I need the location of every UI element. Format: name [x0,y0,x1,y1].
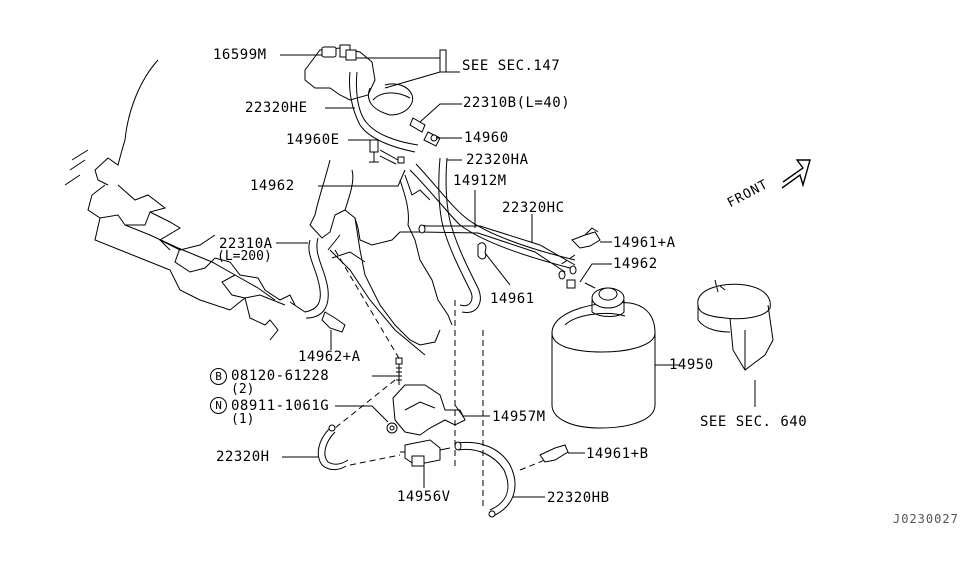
callout-14950[interactable]: 14950 [669,357,714,373]
hose-22310A [289,237,329,319]
clip-14961-b [539,444,569,463]
callout-22310A-length: (L=200) [217,249,272,264]
callout-14960[interactable]: 14960 [464,130,509,146]
badge-nut-n: N [210,397,227,414]
leader-lines [276,49,756,498]
callout-14961[interactable]: 14961 [490,291,535,307]
bracket-14957M [392,384,466,436]
callout-14962-a[interactable]: 14962+A [298,349,361,365]
drawing-code: J0230027 [893,512,959,526]
nut-08911-1061G [386,422,398,434]
part-14960E [369,139,405,165]
callout-14961-a[interactable]: 14961+A [613,235,676,251]
callout-08120-61228-qty: (2) [231,382,255,397]
clip-14961-a [571,227,601,249]
callout-22320H[interactable]: 22320H [216,449,270,465]
hose-22320HA [438,157,481,313]
fuel-tank-neck [304,44,414,116]
hose-14912M [409,163,576,269]
callout-14912M[interactable]: 14912M [453,173,507,189]
badge-bolt-b: B [210,368,227,385]
phantom-lines [334,249,576,510]
callout-22320HE[interactable]: 22320HE [245,100,308,116]
canister-bracket [697,279,774,371]
callout-08911-1061G-qty: (1) [231,412,255,427]
clamp-14962 [566,279,576,289]
valve-14960 [409,117,441,147]
callout-14962-top[interactable]: 14962 [250,178,295,194]
callout-14956V[interactable]: 14956V [397,489,451,505]
callout-see-sec-147[interactable]: SEE SEC.147 [462,58,561,74]
callout-08120-61228[interactable]: 08120-61228 [231,368,330,384]
callout-14957M[interactable]: 14957M [492,409,546,425]
body-frame-outline [64,59,296,341]
callout-22310A[interactable]: 22310A [219,236,273,252]
hose-22320H [317,424,349,471]
callout-14962-right[interactable]: 14962 [613,256,658,272]
clamp-14962-a [321,311,346,333]
callout-22320HC[interactable]: 22320HC [502,200,565,216]
callout-08911-1061G[interactable]: 08911-1061G [231,398,330,414]
canister-14950 [551,282,656,429]
callout-14960E[interactable]: 14960E [286,132,340,148]
callout-22310B[interactable]: 22310B(L=40) [463,95,571,111]
callout-see-sec-640[interactable]: SEE SEC. 640 [700,414,808,430]
callout-22320HA[interactable]: 22320HA [466,152,529,168]
front-arrow-icon [781,159,811,189]
hose-22320HC [418,224,577,280]
callout-22320HB[interactable]: 22320HB [547,490,610,506]
callout-16599M[interactable]: 16599M [213,47,267,63]
clip-14961 [477,242,487,260]
hose-22320HB [454,441,516,518]
engine-bay-contour [309,159,453,356]
callout-14961-b[interactable]: 14961+B [586,446,649,462]
solenoid-14956V [400,439,451,467]
hose-22320HE [349,71,419,153]
bolt-08120-61228 [395,357,403,385]
